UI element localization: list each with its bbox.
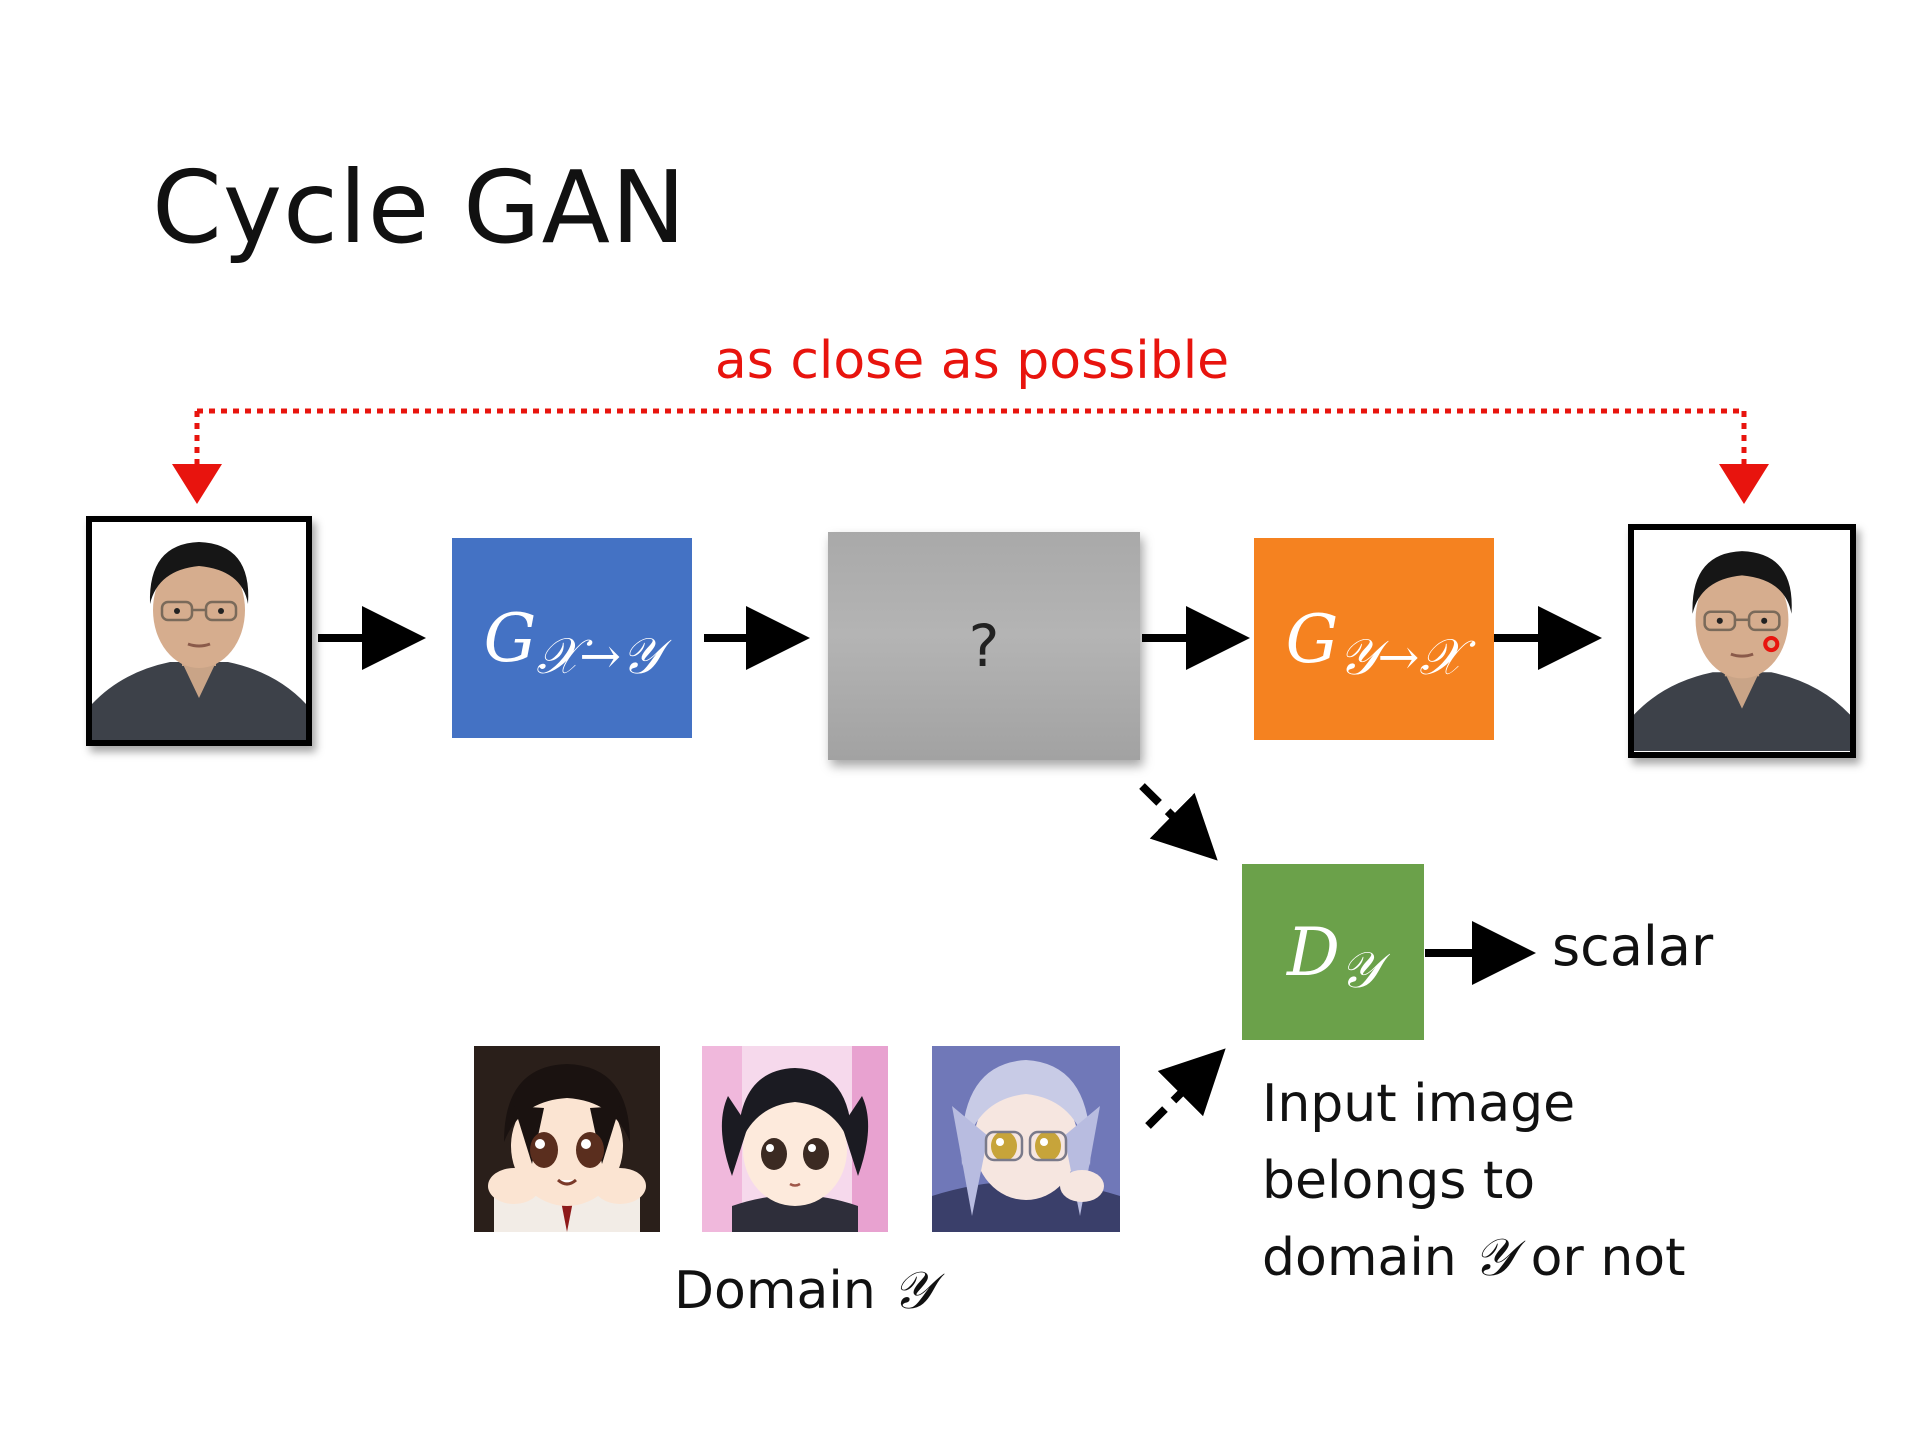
domain-y-symbol: 𝒴 — [1473, 1227, 1515, 1288]
generator-yx-symbol: G — [1285, 600, 1339, 678]
intermediate-output-box: ? — [828, 532, 1140, 760]
cycle-bracket — [172, 408, 1769, 504]
cycle-consistency-label: as close as possible — [714, 331, 1230, 391]
domain-y-caption: Domain 𝒴 — [674, 1261, 934, 1321]
anime-face-1 — [474, 1046, 660, 1232]
reconstructed-photo — [1628, 524, 1856, 758]
discriminator-subscript: 𝒴 — [1339, 940, 1380, 999]
anime-sample-image — [474, 1046, 660, 1232]
question-mark: ? — [968, 612, 1000, 680]
anime-face-3 — [932, 1046, 1120, 1232]
discriminator-caption: Input image belongs to domain 𝒴 or not — [1262, 1066, 1685, 1297]
red-dot-marker — [1763, 635, 1780, 653]
generator-xy-subscript: 𝒳→𝒴 — [536, 626, 661, 685]
arrow-anime-to-discriminator — [1145, 1048, 1226, 1129]
discriminator-symbol: D — [1286, 913, 1340, 991]
anime-face-2 — [702, 1046, 888, 1232]
generator-xy-symbol: G — [483, 599, 537, 677]
generator-yx-subscript: 𝒴→𝒳 — [1338, 627, 1463, 686]
caption-line-2: belongs to — [1262, 1150, 1536, 1211]
person-portrait — [92, 522, 306, 740]
anime-sample-image — [702, 1046, 888, 1232]
scalar-output-label: scalar — [1552, 915, 1714, 978]
person-portrait — [1634, 530, 1850, 752]
caption-line-1: Input image — [1262, 1074, 1576, 1134]
anime-sample-image — [932, 1046, 1120, 1232]
domain-y-symbol: 𝒴 — [892, 1261, 934, 1321]
caption-line-3: domain 𝒴 or not — [1262, 1227, 1686, 1288]
arrow-unknown-to-discriminator — [1139, 783, 1218, 861]
slide-title: Cycle GAN — [152, 149, 687, 266]
input-photo — [86, 516, 312, 746]
